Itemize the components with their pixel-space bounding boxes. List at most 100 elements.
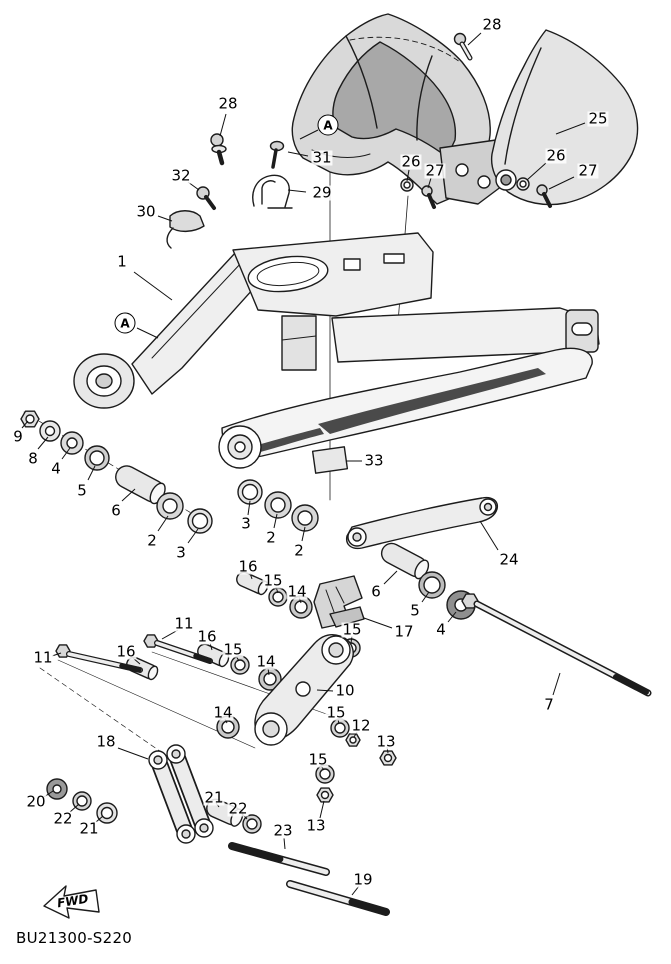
seal-5-right-shape	[418, 571, 446, 599]
callout-6-26: 6	[370, 582, 382, 601]
leader-lines	[21, 32, 586, 896]
callout-18-46: 18	[95, 732, 117, 751]
washer-4-left-shape	[60, 431, 84, 455]
callout-30-11: 30	[135, 202, 157, 221]
callout-10-40: 10	[334, 681, 356, 700]
clip-29-shape	[252, 174, 293, 209]
seal-22-b-shape	[242, 814, 262, 834]
callout-13-53: 13	[305, 816, 327, 835]
callout-24-25: 24	[498, 550, 520, 569]
swingarm-shape	[73, 232, 600, 469]
washer-26-right-shape	[516, 177, 530, 191]
callout-3-20: 3	[175, 543, 187, 562]
callout-2-23: 2	[293, 541, 305, 560]
callout-15-41: 15	[325, 703, 347, 722]
seal-15-e-shape	[315, 764, 335, 784]
bolt-28-left-shape	[210, 133, 227, 166]
pivot-shaft-7-shape	[461, 593, 652, 697]
callout-13-43: 13	[375, 732, 397, 751]
callout-27-6: 27	[424, 161, 446, 180]
callout-15-30: 15	[262, 571, 284, 590]
bolt-28-top-shape	[453, 32, 473, 61]
bearing-14-a-shape	[289, 595, 313, 619]
callout-20-47: 20	[25, 792, 47, 811]
callout-1-12: 1	[116, 252, 128, 271]
nut-12-shape	[345, 733, 361, 747]
callout-22-48: 22	[52, 809, 74, 828]
seal-15-a-shape	[268, 587, 288, 607]
seal-5-left-shape	[84, 445, 110, 471]
bolt-19-shape	[286, 880, 390, 916]
callout-26-5: 26	[400, 152, 422, 171]
bolt-11-b-shape	[55, 644, 143, 673]
washer-20-shape	[46, 778, 68, 800]
side-cover-shape	[490, 29, 639, 206]
callout-21-50: 21	[203, 788, 225, 807]
diagram-code: BU21300-S220	[16, 929, 133, 947]
callout-16-35: 16	[196, 627, 218, 646]
bracket-17-shape	[313, 575, 365, 629]
callout-33-24: 33	[363, 451, 385, 470]
callout-9-14: 9	[12, 427, 24, 446]
relay-arm-shape	[254, 634, 354, 746]
plate-33-shape	[311, 446, 349, 474]
callout-32-9: 32	[170, 166, 192, 185]
callout-17-33: 17	[393, 622, 415, 641]
nut-13-a-shape	[379, 750, 397, 766]
callout-16-39: 16	[115, 642, 137, 661]
callout-a-3: A	[317, 114, 339, 136]
bolt-11-a-shape	[143, 634, 213, 664]
callout-3-21: 3	[240, 514, 252, 533]
bolt-27-right-shape	[536, 184, 552, 208]
fwd-arrow-icon	[43, 885, 100, 919]
callout-15-45: 15	[307, 750, 329, 769]
callout-16-29: 16	[237, 557, 259, 576]
callout-22-51: 22	[227, 799, 249, 818]
callout-25-1: 25	[587, 109, 609, 128]
callout-4-16: 4	[50, 459, 62, 478]
callout-5-17: 5	[76, 481, 88, 500]
callout-26-7: 26	[545, 146, 567, 165]
washer-8-shape	[39, 420, 61, 442]
nut-9-shape	[20, 410, 40, 428]
callout-12-42: 12	[350, 716, 372, 735]
nut-13-b-shape	[316, 787, 334, 803]
reference-lines	[23, 141, 409, 773]
callout-29-10: 29	[311, 183, 333, 202]
callout-28-2: 28	[217, 94, 239, 113]
callout-31-4: 31	[311, 148, 333, 167]
bearing-2-mid-shape	[264, 491, 292, 519]
callout-15-36: 15	[222, 640, 244, 659]
callout-14-44: 14	[212, 703, 234, 722]
bolt-23-shape	[228, 842, 330, 876]
link-plates-shape	[148, 744, 214, 844]
callout-15-32: 15	[341, 620, 363, 639]
callout-14-31: 14	[286, 582, 308, 601]
callout-23-52: 23	[272, 821, 294, 840]
callout-14-37: 14	[255, 652, 277, 671]
bearing-3-mid-shape	[237, 479, 263, 505]
callout-2-22: 2	[265, 528, 277, 547]
callout-8-15: 8	[27, 449, 39, 468]
callout-11-38: 11	[32, 648, 54, 667]
torque-arm-shape	[345, 496, 499, 550]
callout-28-0: 28	[481, 15, 503, 34]
guide-30-shape	[166, 210, 205, 249]
bushing-21-a-shape	[96, 802, 118, 824]
bearing-3-left-shape	[187, 508, 213, 534]
callout-6-18: 6	[110, 501, 122, 520]
callout-4-28: 4	[435, 620, 447, 639]
bearing-2-mid2-shape	[291, 504, 319, 532]
fender-stay-shape	[439, 139, 503, 205]
callout-5-27: 5	[409, 601, 421, 620]
callout-11-34: 11	[173, 614, 195, 633]
seal-15-d-shape	[330, 718, 350, 738]
washer-26-mid-shape	[400, 178, 414, 192]
callout-21-49: 21	[78, 819, 100, 838]
callout-27-8: 27	[577, 161, 599, 180]
bolt-32-shape	[196, 186, 216, 210]
bearing-14-b-shape	[258, 667, 282, 691]
callout-a-13: A	[114, 312, 136, 334]
